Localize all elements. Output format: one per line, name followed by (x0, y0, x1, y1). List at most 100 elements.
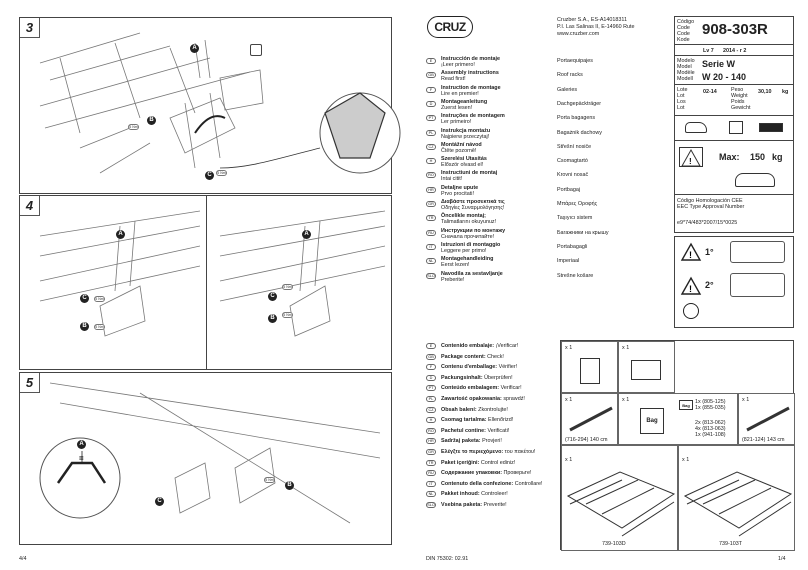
svg-text:!: ! (689, 157, 692, 166)
left-page-number: 4/4 (19, 556, 27, 562)
model-label: Modèle (677, 70, 695, 76)
package-label: Paket içeriğini: (441, 459, 480, 466)
product-name: Strešne košare (557, 272, 594, 279)
language-subtitle: Οδηγίες Συναρμολόγησης! (441, 205, 505, 211)
product-name: Багажники на крышу (557, 229, 609, 236)
language-code: CZ (426, 143, 436, 150)
package-line: Ελέγξτε το περιεχόμενο: του πακέτου! (441, 449, 536, 455)
callout-b: B (285, 481, 294, 490)
product-code: 908-303R (702, 21, 768, 38)
language-code: HR (426, 186, 436, 193)
language-title: Navodila za sestavljanje (441, 270, 503, 277)
language-title: Montagehandleiding (441, 256, 494, 263)
part-frame-right: x 1 739-103T (678, 445, 795, 551)
part-bar-right: x 1 (821-124) 143 cm (738, 393, 795, 445)
package-value: Control ediniz! (480, 459, 516, 466)
product-name: Imperiaal (557, 258, 580, 265)
torque-badge: 5 Nm (94, 324, 105, 330)
package-label: Conteúdo embalagem: (441, 385, 500, 392)
callout-b: B (268, 314, 277, 323)
package-line: Contenuto della confezione: Controllare! (441, 481, 543, 487)
product-name: Střešní nosiče (557, 143, 592, 150)
warning-icon: ! (680, 276, 702, 295)
language-code: RO (426, 427, 436, 434)
part-qty: x 1 (565, 345, 573, 351)
version: Lv 7 (703, 48, 714, 54)
product-name: Galeries (557, 86, 578, 93)
part-qty: x 1 (565, 457, 573, 463)
language-title: Инструкции по монтажу (441, 227, 506, 234)
box-icon (729, 121, 743, 134)
language-code: SLO (426, 502, 436, 508)
package-row: SLO Vsebina paketa: Preverite! (426, 501, 566, 511)
callout-c: C (205, 171, 214, 180)
language-code: D (426, 100, 436, 107)
frame-right-code: 739-103T (719, 541, 743, 547)
package-line: Vsebina paketa: Preverite! (441, 502, 507, 508)
right-page-number: 1/4 (778, 556, 786, 562)
step-1-label: 1° (705, 247, 714, 257)
svg-text:!: ! (689, 250, 692, 260)
weight-label: Peso (731, 87, 744, 93)
language-subtitle: Najpierw przeczytaj! (441, 133, 490, 140)
package-line: Csomag tartalma: Ellenőrizd! (441, 417, 513, 423)
language-subtitle: Először olvasd el! (441, 162, 484, 169)
lot-value: 02-14 (703, 89, 717, 95)
step-4-panel: 4 A B C A B C 5 Nm 5 Nm 5 Nm 5 Nm (19, 195, 392, 370)
roof-car-icon (735, 173, 775, 187)
step-number: 5 (20, 373, 40, 393)
package-value: Проверьте! (503, 470, 532, 477)
callout-c: C (155, 497, 164, 506)
company-line: Cruzber S.A., ES-A14018311 (557, 17, 628, 23)
part-qty: x 1 (682, 457, 690, 463)
package-value: Controllare! (514, 480, 543, 487)
callout-a: A (190, 44, 199, 53)
package-value: Verificati! (487, 427, 510, 434)
torque-badge: 5 Nm (128, 124, 139, 130)
package-line: Package content: Check! (441, 354, 504, 360)
language-code: GB (426, 72, 436, 79)
package-label: Ελέγξτε το περιεχόμενο: (441, 449, 504, 455)
language-code: NL (426, 258, 436, 265)
product-name: Bagażnik dachowy (557, 129, 602, 136)
car-icon (685, 122, 707, 133)
package-label: Содержание упаковки: (441, 470, 502, 477)
step-5-panel: 5 = A B C 5 Nm (19, 372, 392, 545)
step-4-drawing (39, 210, 386, 337)
torque-badge: 5 Nm (94, 296, 105, 302)
part-qty: x 1 (622, 345, 630, 351)
package-line: Содержание упаковки: Проверьте! (441, 470, 531, 476)
lot-label: Lote (677, 87, 688, 93)
part-manual: x 1 (561, 341, 618, 393)
max-label: Max: (719, 152, 740, 162)
svg-text:!: ! (689, 284, 692, 294)
callout-a: A (77, 440, 86, 449)
language-code: RU (426, 229, 436, 236)
package-label: Contenuto della confezione: (441, 480, 514, 487)
revision-date: 2014 - r 2 (723, 48, 747, 54)
package-line: Conteúdo embalagem: Verificar! (441, 385, 522, 391)
language-subtitle: Read first! (441, 76, 466, 83)
language-code: IT (426, 480, 436, 487)
bar-left-size: (716-294) 140 cm (565, 437, 608, 443)
weight-label: Gewicht (731, 105, 751, 111)
hand-icon (250, 44, 262, 56)
step-number: 4 (20, 196, 40, 216)
frame-left-code: 739-103D (602, 541, 626, 547)
homologation-panel: Código Homologación CEE EEC Type Approva… (674, 195, 794, 233)
model-label: Modell (677, 76, 693, 82)
language-title: Instructiuni de montaj (441, 170, 498, 177)
